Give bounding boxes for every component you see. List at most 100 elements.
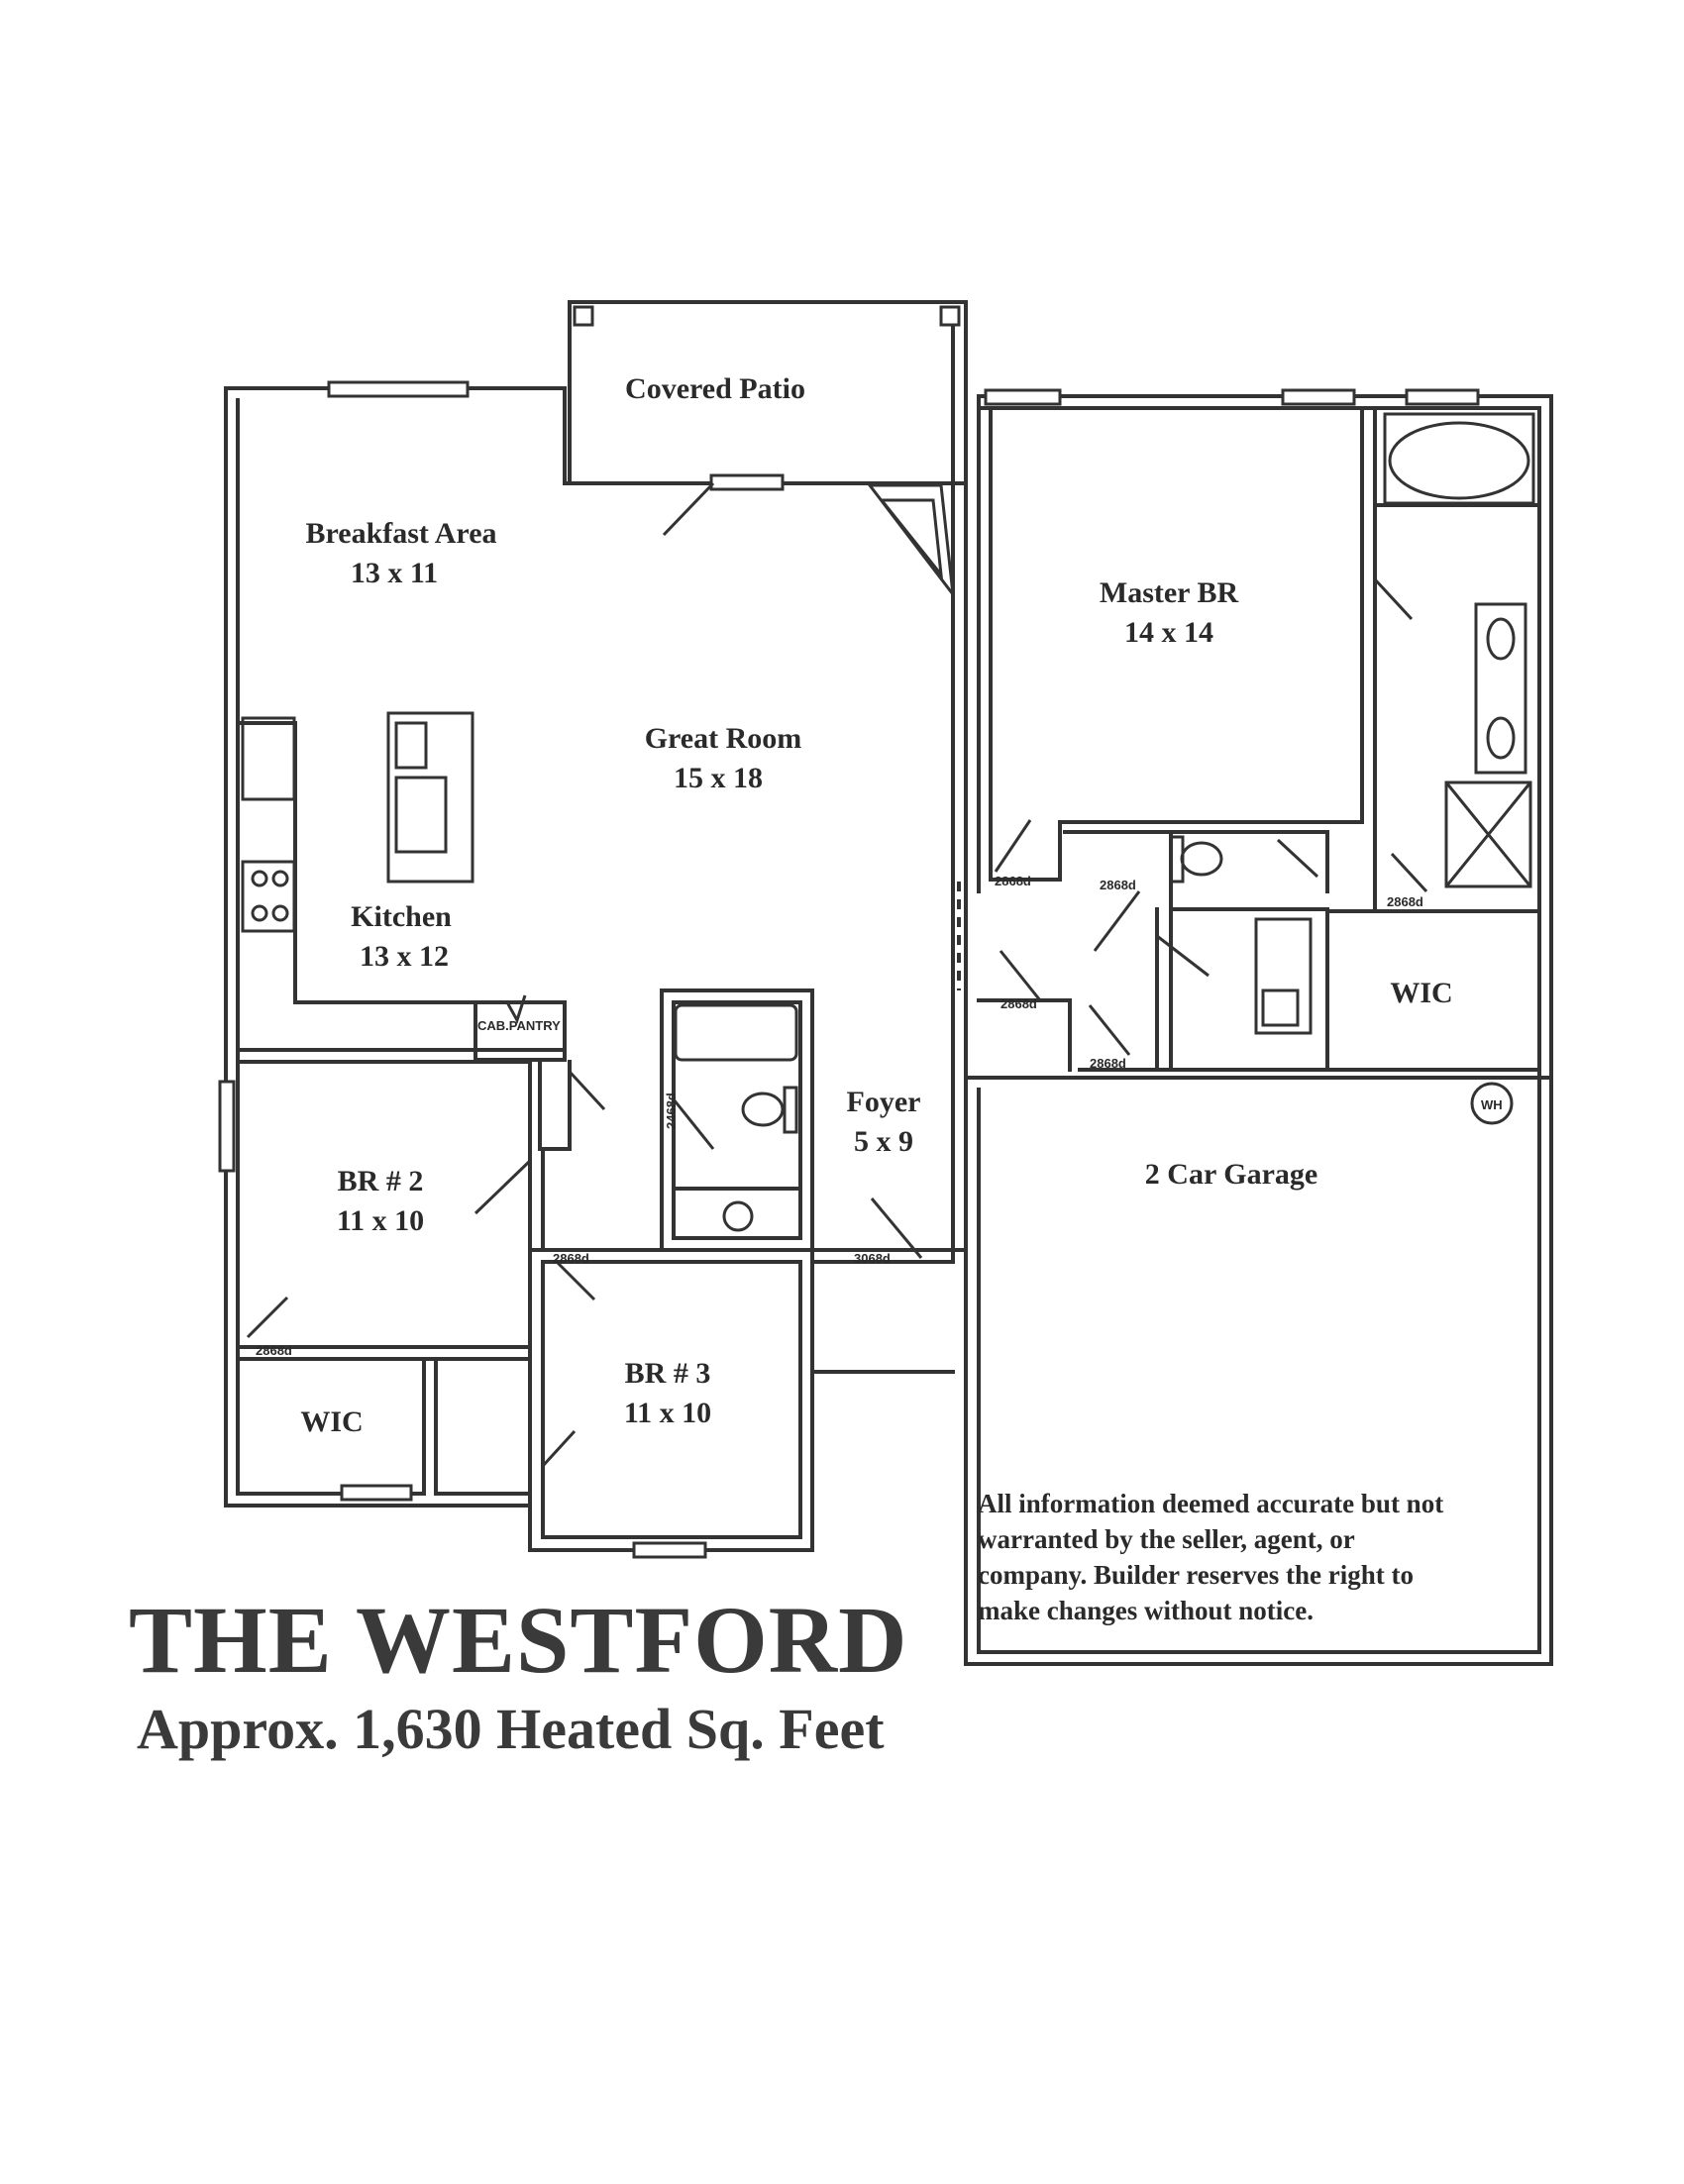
label-br3: BR # 3 [625,1357,711,1390]
label-great-room: Great Room [645,722,802,755]
sink-master-2 [1486,716,1516,760]
shower-x [1444,781,1532,887]
label-wic-master: WIC [1390,977,1452,1009]
patio-post-right [939,305,961,327]
window-patio-door [709,473,785,491]
label-door-2868-a: 2868d [995,874,1031,888]
label-breakfast-area: Breakfast Area [305,517,496,550]
patio-post-left [573,305,594,327]
range [241,860,296,933]
burner-3 [251,904,268,922]
wall-patio-top [568,300,968,485]
door-swing-br3-closet [541,1429,577,1468]
door-swing-br2-closet [568,1070,606,1111]
wall-wic-br2-linen [434,1357,532,1496]
wall-main-north-left [224,386,651,485]
label-foyer: Foyer [847,1086,921,1118]
window-br2-west [218,1080,236,1173]
window-master-north-right [1281,388,1356,406]
label-door-2868-g: 2868d [256,1343,292,1358]
bathtub-master [1388,421,1530,500]
plan-title: THE WESTFORD [129,1587,908,1693]
plan-subtitle: Approx. 1,630 Heated Sq. Feet [137,1697,885,1761]
door-swing-bath [1373,577,1414,621]
door-swing-hall-1 [1093,890,1141,952]
label-water-heater: WH [1481,1097,1503,1112]
washer-dryer [1254,917,1313,1035]
vanity-master [1474,602,1527,775]
wall-hall-closet-br2 [538,1060,572,1151]
wall-master-br-south [989,406,1364,882]
burner-2 [271,870,289,887]
wall-closet-left [977,998,1072,1072]
door-swing-wic-br2 [246,1296,289,1339]
island-sink [394,721,428,770]
sink-hall [722,1200,754,1232]
washer-box [1261,988,1300,1027]
fridge [241,716,296,801]
disclaimer-line-1: All information deemed accurate but not [978,1489,1444,1518]
door-swing-front [870,1197,923,1259]
wall-toilet-room [1169,830,1329,893]
door-swing-br2 [474,1159,532,1215]
label-wic-br2: WIC [300,1405,363,1438]
wall-hall-bath [660,988,814,1252]
fireplace [866,483,956,600]
door-swing-garage [1088,1004,1131,1056]
window-bath-north [1405,388,1480,406]
label-covered-patio: Covered Patio [625,372,805,405]
island-dw [394,776,448,854]
label-kitchen: Kitchen [351,900,452,933]
size-foyer: 5 x 9 [854,1125,913,1158]
size-master-br: 14 x 14 [1124,616,1213,649]
pantry-swing [505,994,527,1024]
sink-master-1 [1486,617,1516,661]
size-kitchen: 13 x 12 [360,940,449,973]
shower-master [1444,780,1532,888]
island [386,711,474,884]
burner-1 [251,870,268,887]
door-swing-br3 [553,1258,596,1301]
water-heater [1470,1082,1514,1125]
door-swing-hall-bath [672,1098,715,1150]
label-master-br: Master BR [1100,576,1239,609]
door-swing-toilet [1276,838,1319,879]
size-breakfast-area: 13 x 11 [351,557,438,589]
label-door-2868-f: 2868d [553,1251,589,1266]
label-door-2868-c: 2868d [1387,894,1423,909]
burner-4 [271,904,289,922]
door-swing-closet [999,950,1042,1001]
wall-hall-bath-inner [672,1000,802,1240]
size-br3: 11 x 10 [624,1397,711,1429]
wall-hall-closet [1063,830,1173,1072]
disclaimer: All information deemed accurate but not … [978,1486,1532,1628]
label-br2: BR # 2 [338,1165,424,1197]
window-breakfast [327,380,470,398]
size-br2: 11 x 10 [337,1204,424,1237]
disclaimer-line-4: make changes without notice. [978,1596,1314,1625]
bathtub-hall [674,1003,798,1062]
window-br3-south [632,1541,707,1559]
window-master-north-left [984,388,1062,406]
disclaimer-line-2: warranted by the seller, agent, or [978,1524,1355,1554]
label-cab-pantry: CAB.PANTRY [477,1018,561,1033]
door-swing-wic [1390,852,1428,893]
disclaimer-line-3: company. Builder reserves the right to [978,1560,1414,1590]
label-door-3068: 3068d [854,1251,891,1266]
label-door-2868-e: 2868d [1090,1056,1126,1071]
toilet-hall-tank [783,1086,798,1134]
label-garage: 2 Car Garage [1145,1158,1317,1191]
master-tub-frame [1383,412,1535,505]
size-great-room: 15 x 18 [674,762,763,794]
toilet-master [1180,841,1223,877]
label-door-2468: 2468d [664,1092,679,1129]
door-swing-laundry [1156,934,1210,978]
label-door-2868-d: 2868d [1000,996,1037,1011]
door-swing-master [994,819,1032,873]
window-wic-br2 [340,1484,413,1502]
door-swing-patio [662,481,715,537]
toilet-hall [741,1092,785,1127]
label-door-2868-b: 2868d [1100,878,1136,892]
